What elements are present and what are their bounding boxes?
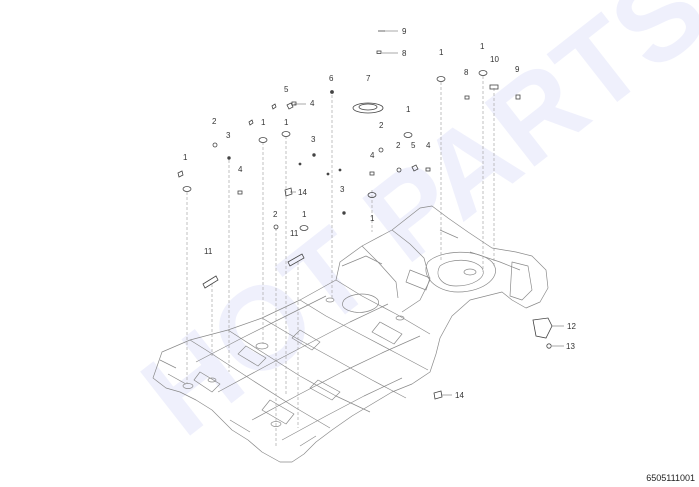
assembly-leader-lines [186,76,495,446]
grommet-part-1 [436,76,446,82]
cross-member-middle [217,303,389,393]
right-rail [261,317,407,399]
callout-2: 2 [273,210,278,219]
cross-member-rear [251,335,421,421]
spare-wheel-well [425,251,496,293]
plug-part-4 [369,171,375,176]
floor-pan-outline [152,205,549,463]
callout-5: 5 [411,141,416,150]
bracket-part-11 [202,275,219,289]
callout-2: 2 [212,117,217,126]
bolt-part-5 [411,164,419,172]
callout-1: 1 [302,210,307,219]
grommet-part-1 [299,225,309,231]
callout-1: 1 [370,214,375,223]
bracket-part-12 [532,317,553,339]
callout-1: 1 [439,48,444,57]
plug-part-2 [273,224,279,230]
plug-part-8 [464,95,470,100]
callout-9: 9 [515,65,520,74]
cross-member-front [195,295,327,363]
callout-11: 11 [204,247,213,256]
callout-4: 4 [426,141,431,150]
watermark-text: HOT PARTS [119,0,699,461]
floor-pan-assembly [152,205,549,463]
plug-part-10 [489,84,499,90]
plug-part-2 [212,142,218,148]
plug-part-4 [291,101,297,106]
cover-plate-part-7 [352,102,384,114]
callout-11: 11 [290,229,299,238]
grommet-part-1 [182,186,192,192]
callout-1: 1 [261,118,266,127]
callout-2: 2 [396,141,401,150]
plug-part-2 [378,147,384,153]
callout-8: 8 [464,68,469,77]
callout-4: 4 [370,151,375,160]
callout-6: 6 [329,74,334,83]
callout-12: 12 [567,322,576,331]
center-tunnel [227,329,371,413]
callout-3: 3 [340,185,345,194]
grommet-part-1 [281,131,291,137]
callout-14: 14 [298,188,307,197]
plug-part-4 [237,190,243,195]
callout-1: 1 [183,153,188,162]
clip-part-3 [312,153,316,157]
callout-14: 14 [455,391,464,400]
screw-part-9 [515,94,521,100]
rear-bracket-outline [509,261,533,301]
clip-part-3 [342,211,346,215]
callout-3: 3 [311,135,316,144]
callout-5: 5 [284,85,289,94]
clip-part-14 [433,390,443,400]
bolt-part-5 [286,102,294,110]
fastener-parts [177,30,553,400]
cover-plate-inner [358,103,378,111]
grommet-part-1 [367,192,377,198]
callout-7: 7 [366,74,371,83]
diagram-part-number: 6505111001 [646,473,695,483]
callout-1: 1 [284,118,289,127]
callout-1: 1 [480,42,485,51]
bracket-part-11 [287,253,305,267]
left-rail [189,339,331,429]
callout-4: 4 [310,99,315,108]
callout-10: 10 [490,55,499,64]
callout-9: 9 [402,27,407,36]
grommet-part-1 [403,132,413,138]
callout-1: 1 [406,105,411,114]
callout-13: 13 [566,342,575,351]
callout-4: 4 [238,165,243,174]
callout-labels: 9 8 1 1 10 8 9 7 6 5 4 1 2 3 1 3 2 1 2 5… [183,27,576,400]
plug-part-2 [396,167,402,173]
grommet-part-1 [478,70,488,76]
callout-3: 3 [226,131,231,140]
plug-part-8 [376,50,382,54]
clip-part-14 [284,187,293,197]
plug-part-6 [330,90,334,94]
nut-part-13 [546,343,552,349]
callout-leaders [290,30,564,396]
grommet-part-1 [258,137,268,143]
callout-8: 8 [402,49,407,58]
callout-2: 2 [379,121,384,130]
watermark: HOT PARTS [119,0,699,461]
clip-part-3 [227,156,231,160]
plug-part-4 [425,167,431,172]
